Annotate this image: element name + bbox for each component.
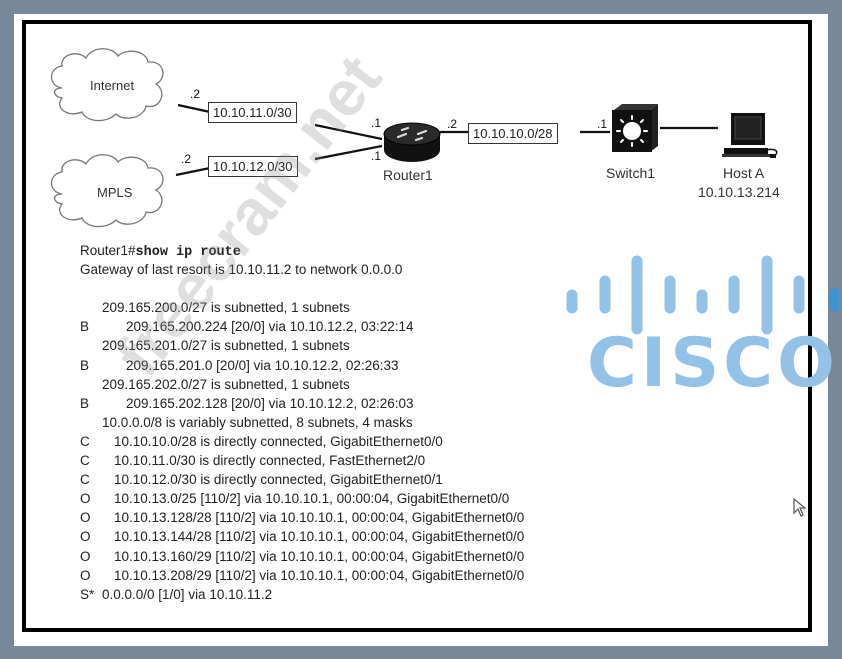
route-code: O [80,548,91,564]
subnet-label-lan: 10.10.10.0/28 [468,123,558,144]
route-code: B [80,319,90,335]
route-code: C [80,472,90,488]
route-text: 209.165.202.128 [20/0] via 10.10.12.2, 0… [126,395,414,411]
route-code: O [80,567,91,583]
router-label: Router1 [383,167,433,183]
route-code: O [80,491,91,507]
multilayer-switch-icon [612,104,658,152]
route-table: 209.165.200.0/27 is subnetted, 1 subnets… [80,298,524,604]
link-internet-box [177,103,211,114]
route-entry: O 10.10.13.208/29 [110/2] via 10.10.10.1,… [80,566,524,585]
desktop-computer-icon [722,113,778,158]
router-icon [383,122,441,162]
exhibit-frame [22,20,812,632]
route-text: 10.10.13.208/29 [110/2] via 10.10.10.1, … [114,567,525,583]
host-label: Host A [723,165,765,181]
link-box-router-1 [314,123,383,141]
route-text: 209.165.202.0/27 is subnetted, 1 subnets [102,376,350,392]
route-text: 10.10.12.0/30 is directly connected, Gig… [114,472,443,488]
route-text: 10.10.13.0/25 [110/2] via 10.10.10.1, 00… [114,491,510,507]
route-entry: C 10.10.11.0/30 is directly connected, Fa… [80,451,524,470]
route-entry: O 10.10.13.0/25 [110/2] via 10.10.10.1, 0… [80,489,524,508]
command-line: Router1#show ip route [80,241,524,260]
logo-overflow-dot [829,288,839,312]
route-entry: O 10.10.13.160/29 [110/2] via 10.10.10.1,… [80,547,524,566]
port-internet: .2 [190,87,201,101]
route-entry: B 209.165.201.0 [20/0] via 10.10.12.2, 02… [80,356,524,375]
link-mpls-box [175,166,211,177]
route-subnet-header: 209.165.201.0/27 is subnetted, 1 subnets [80,336,524,355]
port-switch: .1 [597,117,608,131]
blank-line [80,279,524,298]
internet-cloud-icon [50,48,164,122]
route-text: 209.165.201.0 [20/0] via 10.10.12.2, 02:… [126,357,399,373]
route-code: C [80,433,90,449]
subnet-label-mpls: 10.10.12.0/30 [208,156,298,177]
route-code: S* [80,586,95,602]
route-entry: C 10.10.12.0/30 is directly connected, Gi… [80,470,524,489]
cli-command: show ip route [135,245,241,260]
route-code: B [80,395,90,411]
route-entry: O 10.10.13.144/28 [110/2] via 10.10.10.1,… [80,527,524,546]
gateway-line: Gateway of last resort is 10.10.11.2 to … [80,262,403,278]
link-box-router-2 [314,144,383,161]
route-entry: O 10.10.13.128/28 [110/2] via 10.10.10.1,… [80,508,524,527]
host-ip: 10.10.13.214 [698,184,780,200]
port-router-switch: .2 [447,117,458,131]
route-entry: C 10.10.10.0/28 is directly connected, Gi… [80,432,524,451]
cli-prompt: Router1# [80,243,136,258]
route-text: 0.0.0.0/0 [1/0] via 10.10.11.2 [102,586,273,602]
route-entry: B 209.165.200.224 [20/0] via 10.10.12.2, … [80,317,524,336]
mpls-cloud-label: MPLS [97,185,133,200]
route-code: B [80,357,90,373]
route-code: C [80,453,90,469]
cisco-logo-icon [566,255,805,335]
route-entry: B 209.165.202.128 [20/0] via 10.10.12.2, … [80,394,524,413]
port-router-internet: .1 [371,116,382,130]
mpls-cloud-icon [50,154,164,228]
route-code: O [80,529,91,545]
show-ip-route-output: Router1#show ip route Gateway of last re… [80,241,524,604]
subnet-label-internet: 10.10.11.0/30 [208,102,297,123]
route-text: 209.165.201.0/27 is subnetted, 1 subnets [102,338,350,354]
route-entry: S* 0.0.0.0/0 [1/0] via 10.10.11.2 [80,585,524,604]
port-router-mpls: .1 [371,149,382,163]
port-mpls: .2 [181,152,192,166]
internet-cloud-label: Internet [90,78,135,93]
mouse-pointer-icon [793,497,807,517]
switch-label: Switch1 [606,165,656,181]
route-subnet-header: 209.165.200.0/27 is subnetted, 1 subnets [80,298,524,317]
route-text: 10.10.13.160/29 [110/2] via 10.10.10.1, … [114,548,525,564]
route-text: 10.0.0.0/8 is variably subnetted, 8 subn… [102,414,413,430]
links [175,103,718,177]
route-text: 209.165.200.0/27 is subnetted, 1 subnets [102,300,350,316]
route-text: 10.10.11.0/30 is directly connected, Fas… [114,453,426,469]
route-text: 10.10.13.144/28 [110/2] via 10.10.10.1, … [114,529,525,545]
route-code: O [80,510,91,526]
route-text: 10.10.13.128/28 [110/2] via 10.10.10.1, … [114,510,525,526]
route-subnet-header: 10.0.0.0/8 is variably subnetted, 8 subn… [80,413,524,432]
route-subnet-header: 209.165.202.0/27 is subnetted, 1 subnets [80,375,524,394]
route-text: 10.10.10.0/28 is directly connected, Gig… [114,433,443,449]
route-text: 209.165.200.224 [20/0] via 10.10.12.2, 0… [126,319,414,335]
cisco-logo-text: CISCO [587,324,839,403]
